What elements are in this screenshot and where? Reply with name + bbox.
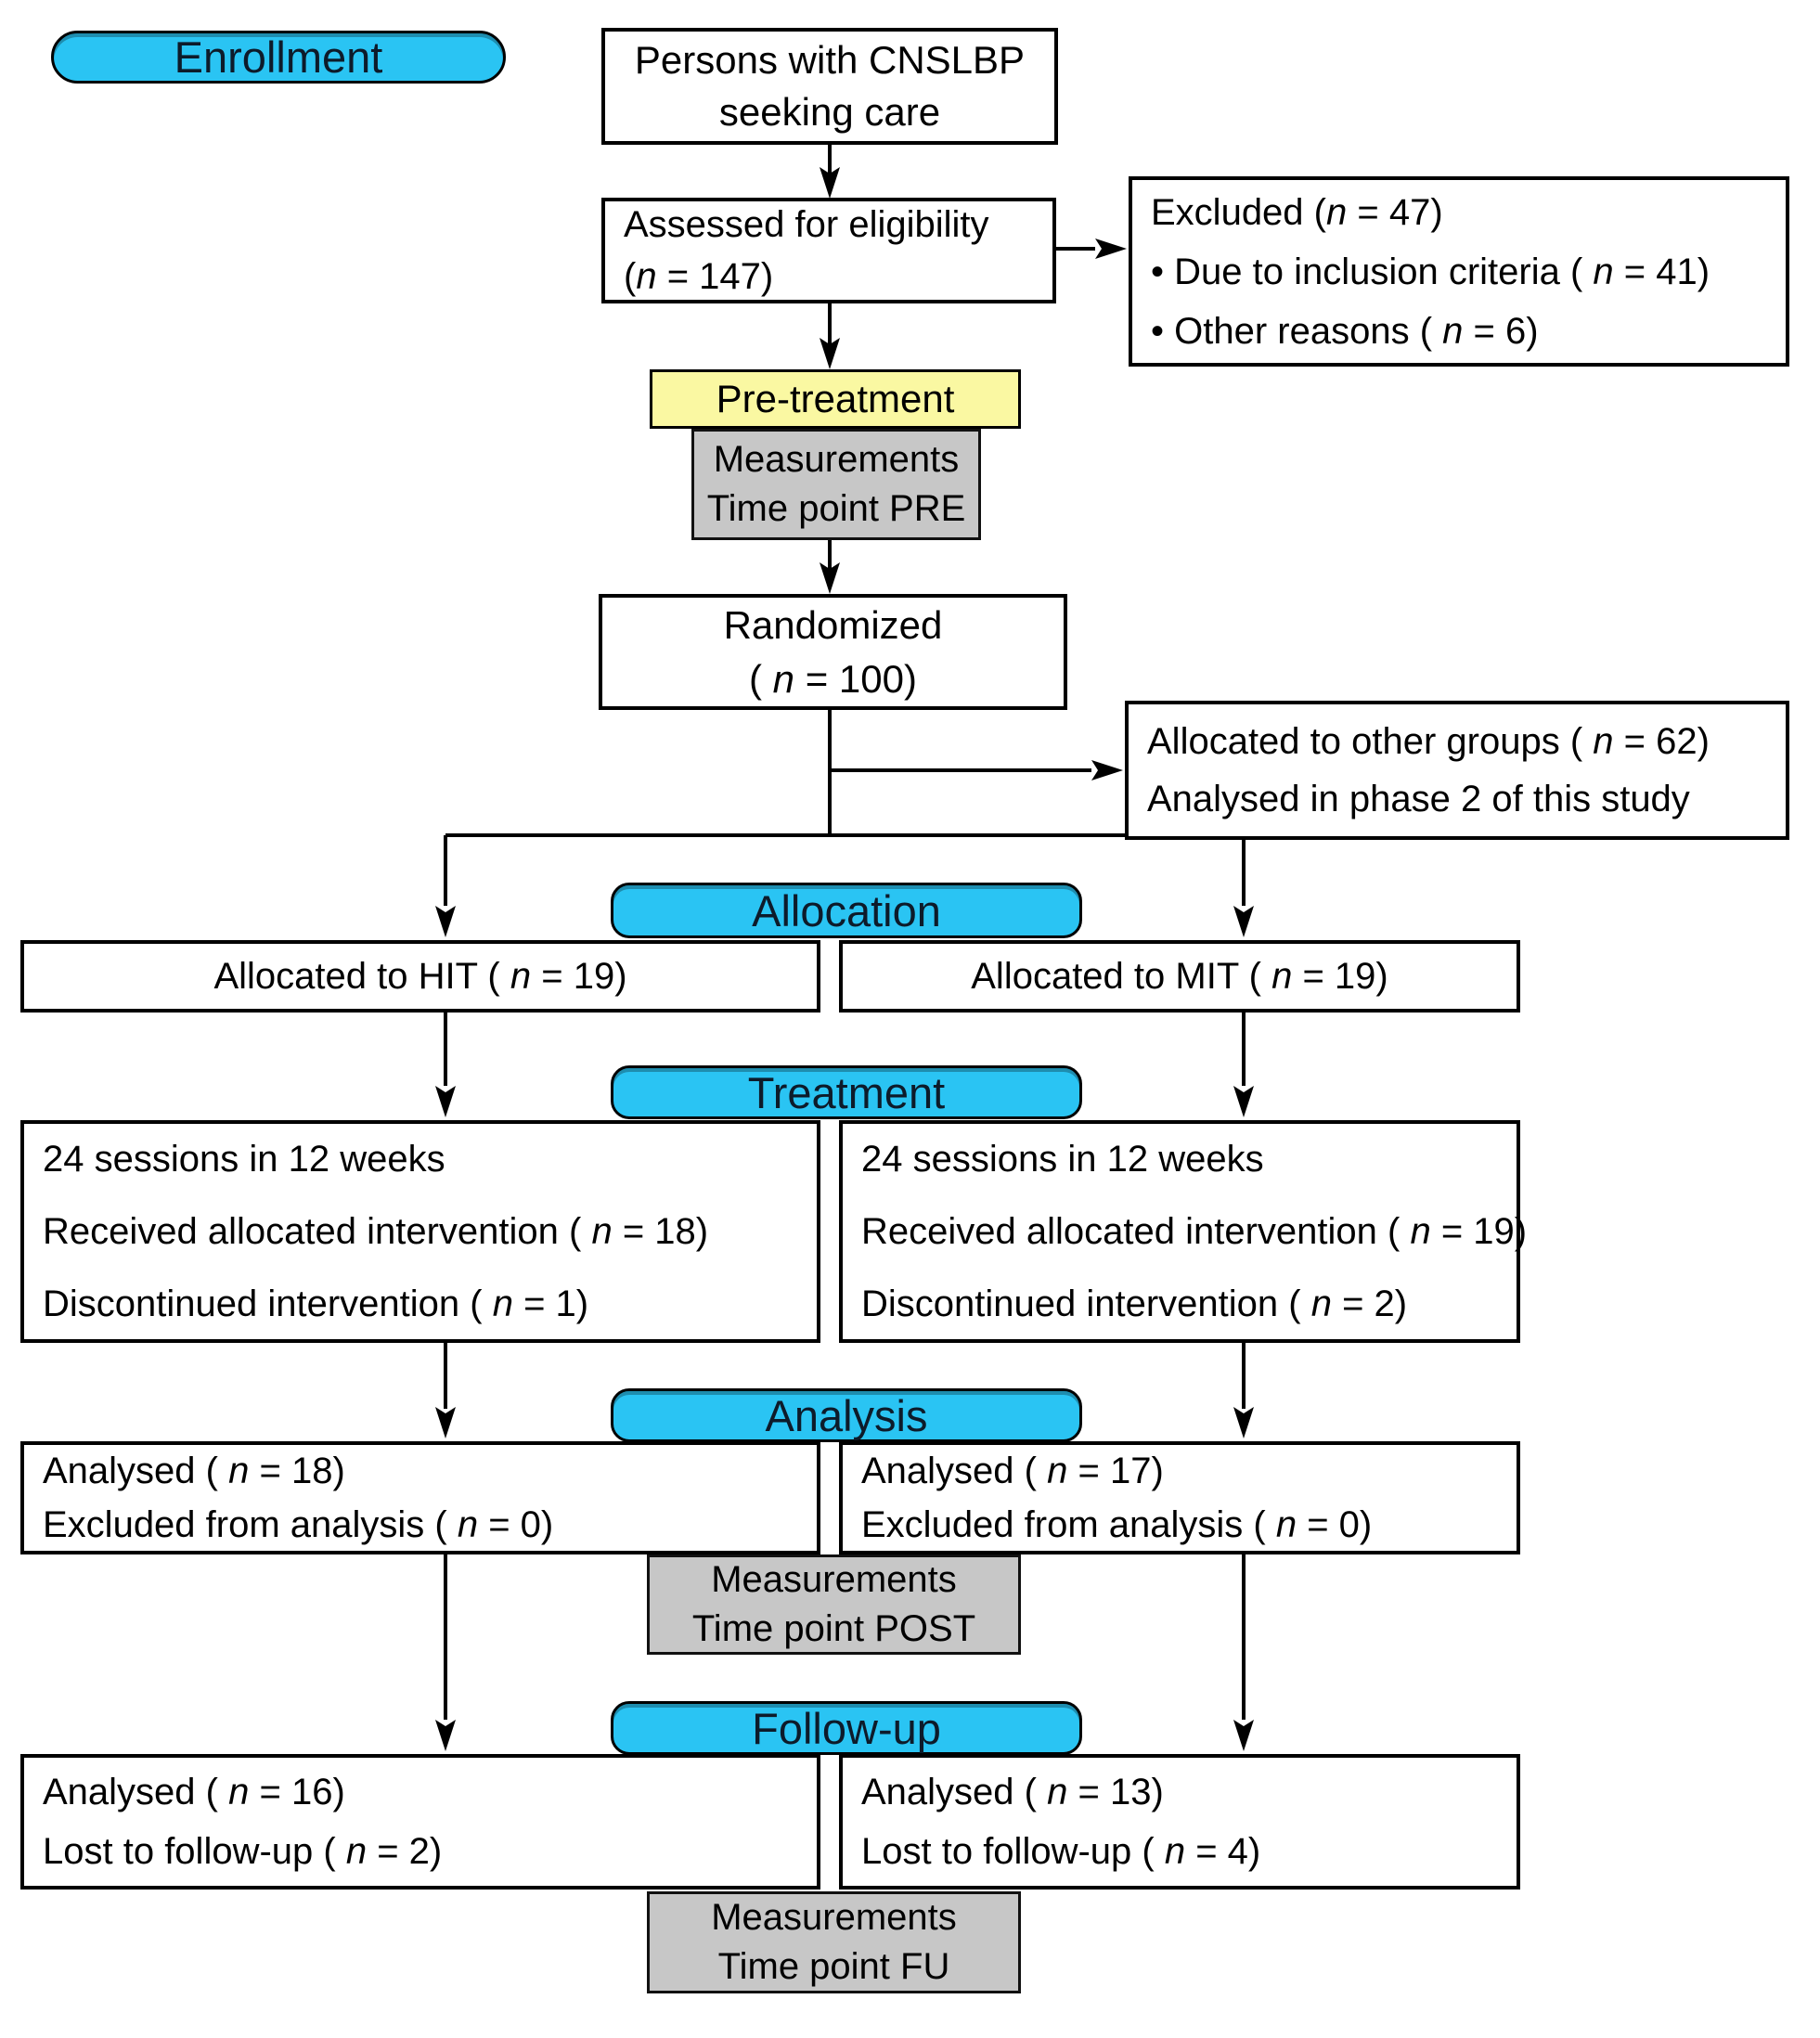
box-line: Time point POST [691, 1608, 976, 1649]
analysis-stage-badge: Analysis [611, 1388, 1082, 1442]
arrowhead-down [435, 1086, 456, 1117]
box-line: Discontinued intervention ( n = 2) [861, 1283, 1408, 1324]
box-line: Analysed ( n = 18) [43, 1451, 345, 1491]
enrollment-stage-badge: Enrollment [51, 31, 506, 84]
box-line: Analysed ( n = 17) [861, 1451, 1164, 1491]
measurements-fu-box: Measurements Time point FU [647, 1891, 1021, 1993]
box-line: 24 sessions in 12 weeks [861, 1139, 1264, 1180]
box-line: Analysed ( n = 16) [43, 1772, 345, 1812]
arrowhead-right [1091, 760, 1123, 780]
box-line: (n = 147) [624, 256, 774, 297]
box-line: Excluded from analysis ( n = 0) [861, 1504, 1373, 1545]
arrowhead-down [435, 1407, 456, 1438]
arrowhead-down [435, 1720, 456, 1751]
pretreatment-box: Pre-treatment [650, 369, 1021, 429]
arrowhead-down [820, 562, 840, 594]
connector-lines [444, 145, 1246, 1720]
arrowhead-down [820, 338, 840, 369]
box-line: Allocated to MIT ( n = 19) [971, 956, 1388, 997]
box-line: Lost to follow-up ( n = 4) [861, 1831, 1261, 1872]
box-line: Measurements [711, 1897, 957, 1938]
followup-mit-box: Analysed ( n = 13) Lost to follow-up ( n… [839, 1754, 1520, 1890]
excluded-box: Excluded (n = 47) • Due to inclusion cri… [1129, 176, 1789, 367]
box-line: Allocated to other groups ( n = 62) [1147, 721, 1710, 762]
treatment-mit-box: 24 sessions in 12 weeks Received allocat… [839, 1120, 1527, 1343]
arrowhead-down [820, 167, 840, 199]
box-line: Measurements [713, 439, 960, 480]
box-line: Assessed for eligibility [624, 204, 989, 245]
box-line: Excluded (n = 47) [1151, 191, 1443, 233]
analysis-stage-label: Analysis [765, 1390, 928, 1440]
box-line: Received allocated intervention ( n = 19… [861, 1211, 1528, 1252]
measurements-pre-box: Measurements Time point PRE [691, 429, 981, 540]
box-line: Pre-treatment [716, 377, 955, 420]
box-line: seeking care [718, 90, 941, 134]
treatment-stage-badge: Treatment [611, 1065, 1082, 1119]
allocation-stage-badge: Allocation [611, 883, 1082, 938]
box-line: Analysed in phase 2 of this study [1147, 779, 1690, 819]
box-line: Time point PRE [706, 488, 966, 529]
analysis-mit-box: Analysed ( n = 17) Excluded from analysi… [839, 1441, 1520, 1554]
box-line: Lost to follow-up ( n = 2) [43, 1831, 443, 1872]
analysis-hit-box: Analysed ( n = 18) Excluded from analysi… [20, 1441, 820, 1554]
box-line: ( n = 100) [749, 656, 917, 701]
box-line: • Due to inclusion criteria ( n = 41) [1151, 251, 1710, 292]
assessed-eligibility-box: Assessed for eligibility (n = 147) [601, 198, 1056, 303]
allocation-stage-label: Allocation [752, 885, 941, 935]
allocated-hit-box: Allocated to HIT ( n = 19) [20, 940, 820, 1013]
enrollment-stage-label: Enrollment [174, 32, 383, 82]
measurements-post-box: Measurements Time point POST [647, 1554, 1021, 1655]
treatment-hit-box: 24 sessions in 12 weeks Received allocat… [20, 1120, 820, 1343]
arrowhead-right [1095, 239, 1127, 259]
box-line: Allocated to HIT ( n = 19) [213, 956, 627, 997]
arrowhead-down [435, 906, 456, 937]
persons-seeking-care-box: Persons with CNSLBP seeking care [601, 28, 1058, 145]
treatment-stage-label: Treatment [747, 1067, 946, 1117]
box-line: Measurements [711, 1559, 957, 1600]
arrowhead-down [1233, 1720, 1254, 1751]
box-line: Persons with CNSLBP [634, 38, 1026, 82]
allocated-mit-box: Allocated to MIT ( n = 19) [839, 940, 1520, 1013]
box-line: 24 sessions in 12 weeks [43, 1139, 445, 1180]
arrowhead-down [1233, 906, 1254, 937]
randomized-box: Randomized ( n = 100) [599, 594, 1067, 710]
box-line: Excluded from analysis ( n = 0) [43, 1504, 554, 1545]
box-line: Time point FU [717, 1946, 950, 1987]
allocated-other-groups-box: Allocated to other groups ( n = 62) Anal… [1125, 701, 1789, 840]
box-line: Randomized [723, 602, 943, 647]
arrowhead-down [1233, 1086, 1254, 1117]
followup-stage-label: Follow-up [752, 1703, 941, 1753]
box-line: Discontinued intervention ( n = 1) [43, 1283, 589, 1324]
arrowheads [435, 167, 1254, 1751]
followup-stage-badge: Follow-up [611, 1701, 1082, 1755]
box-line: Analysed ( n = 13) [861, 1772, 1164, 1812]
arrowhead-down [1233, 1407, 1254, 1438]
box-line: • Other reasons ( n = 6) [1151, 310, 1539, 352]
followup-hit-box: Analysed ( n = 16) Lost to follow-up ( n… [20, 1754, 820, 1890]
box-line: Received allocated intervention ( n = 18… [43, 1211, 709, 1252]
